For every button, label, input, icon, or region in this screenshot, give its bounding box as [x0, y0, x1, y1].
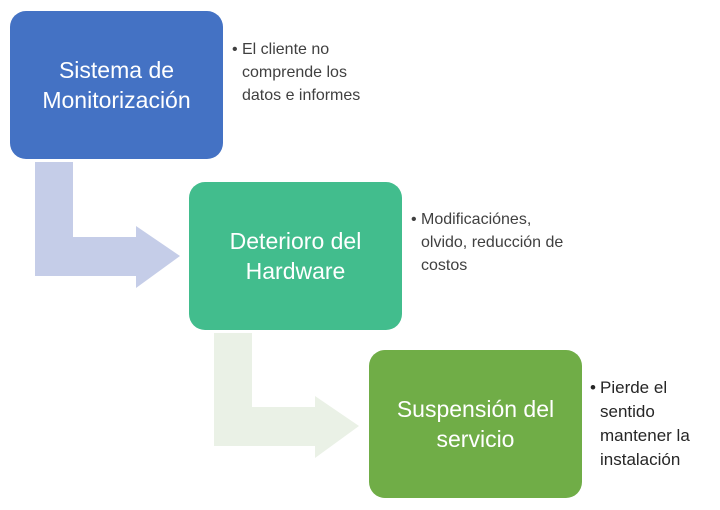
step-2-title: Deterioro del Hardware	[229, 228, 362, 284]
step-2-box: Deterioro del Hardware	[189, 182, 402, 330]
step-1-title: Sistema de Monitorización	[42, 57, 191, 113]
step-3-notes: Pierde el sentido mantener la instalació…	[590, 376, 715, 472]
step-3-box: Suspensión del servicio	[369, 350, 582, 498]
step-2-notes: Modificaciónes, olvido, reducción de cos…	[411, 208, 571, 277]
arrow-2-shape	[214, 333, 359, 458]
step-3-title: Suspensión del servicio	[396, 396, 555, 452]
step-1-box: Sistema de Monitorización	[10, 11, 223, 159]
step-3-note: Pierde el sentido mantener la instalació…	[590, 376, 715, 472]
step-2-note: Modificaciónes, olvido, reducción de cos…	[411, 208, 571, 277]
arrow-1-shape	[35, 162, 180, 288]
step-1-notes: El cliente no comprende los datos e info…	[232, 38, 382, 107]
step-1-note: El cliente no comprende los datos e info…	[232, 38, 382, 107]
